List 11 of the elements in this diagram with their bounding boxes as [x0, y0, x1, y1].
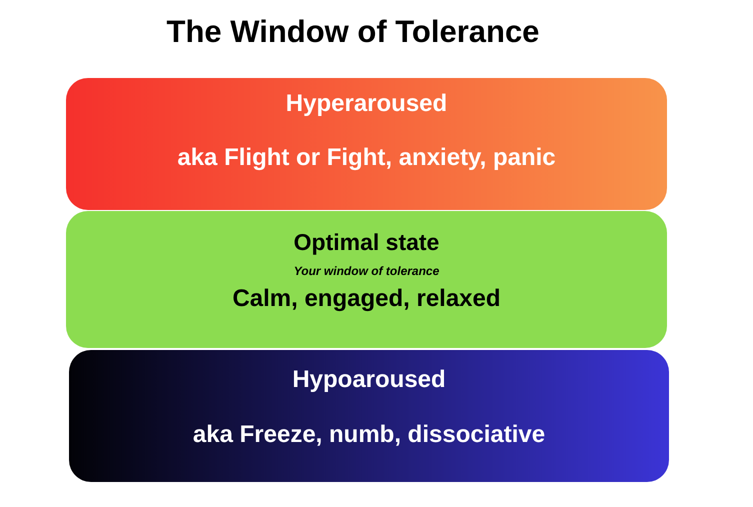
state-subtitle: Your window of tolerance — [294, 264, 440, 278]
state-band — [66, 78, 667, 210]
state-heading: Optimal state — [294, 229, 440, 256]
title: The Window of Tolerance — [166, 14, 540, 50]
state-description: aka Flight or Fight, anxiety, panic — [177, 144, 556, 172]
state-band — [69, 350, 669, 482]
state-description: Calm, engaged, relaxed — [232, 285, 501, 313]
state-description: aka Freeze, numb, dissociative — [192, 421, 546, 449]
state-heading: Hyperaroused — [286, 90, 448, 118]
state-heading: Hypoaroused — [292, 366, 446, 394]
state-band — [66, 211, 667, 348]
